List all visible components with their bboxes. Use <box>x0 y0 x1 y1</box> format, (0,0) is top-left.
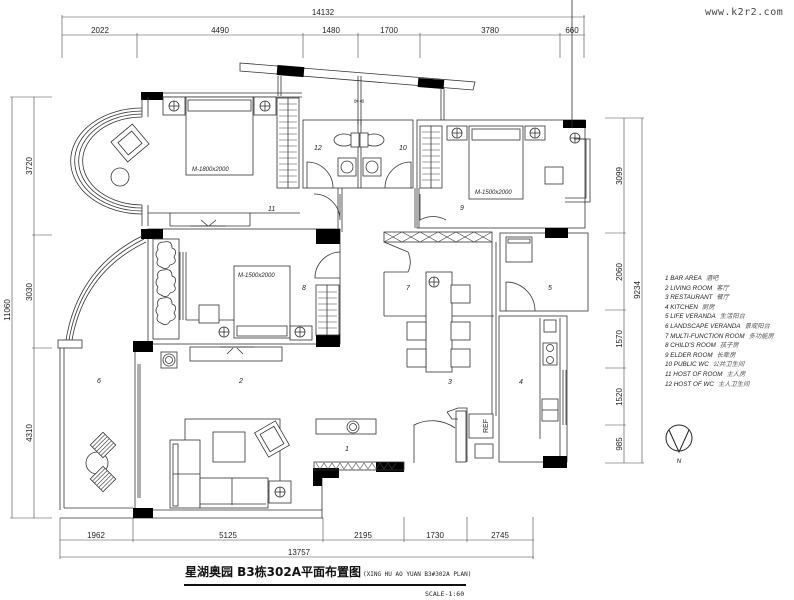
top-dimension-lines: 14132 2022 4490 1480 1700 3780 660 <box>61 8 585 58</box>
life-veranda: 5 <box>499 228 589 312</box>
room-number-9: 9 <box>460 205 464 212</box>
dim-left-total: 11060 <box>3 299 12 321</box>
right-dimension-lines: 3099 2060 1570 1520 985 9234 <box>605 117 644 464</box>
kitchen: 4 REF <box>468 315 568 468</box>
landscape-veranda: 6 <box>57 235 323 519</box>
room-number-6: 6 <box>97 378 101 385</box>
room-number-11: 11 <box>268 206 275 213</box>
north-label: N <box>677 458 682 465</box>
room-number-5: 5 <box>548 285 552 292</box>
room-number-8: 8 <box>302 285 306 292</box>
dim-right-2: 2060 <box>615 263 624 281</box>
dim-bottom-total: 13757 <box>288 548 311 557</box>
dim-top-2: 4490 <box>211 26 229 35</box>
dim-top-5: 3780 <box>481 26 499 35</box>
elder-room: M-1500x2000 9 <box>416 0 591 237</box>
title-subtitle: (XING HU AO YUAN B3#302A PLAN) <box>363 571 472 578</box>
dim-left-1: 3720 <box>25 157 34 175</box>
room-number-3: 3 <box>448 379 452 386</box>
north-arrow-icon: N <box>665 424 693 465</box>
bed-label-elder: M-1500x2000 <box>475 190 512 196</box>
dim-left-3: 4310 <box>25 424 34 442</box>
master-bedroom: M-1800x2000 11 <box>70 92 302 227</box>
bottom-dimension-lines: 1962 5125 2195 1730 2745 13757 <box>59 517 534 559</box>
dim-top-total: 14132 <box>312 8 335 17</box>
bed-label-child: M-1500x2000 <box>238 273 275 279</box>
top-canopy: ⊳⊲ <box>239 62 476 125</box>
dim-right-4: 1520 <box>615 388 624 406</box>
watermark: www.k2r2.com <box>705 7 784 18</box>
wc-rooms: 12 10 <box>302 119 447 232</box>
dim-left-2: 3030 <box>25 283 34 301</box>
childs-room: M-1500x2000 8 <box>133 228 341 362</box>
drawing-title: 星湖奥园 B3栋302A平面布置图(XING HU AO YUAN B3#302… <box>185 563 471 581</box>
dim-bottom-4: 1730 <box>426 531 444 540</box>
title-main: 星湖奥园 B3栋302A平面布置图 <box>185 565 362 579</box>
room-number-4: 4 <box>519 379 523 386</box>
room-number-10: 10 <box>399 145 407 152</box>
room-number-12: 12 <box>314 145 322 152</box>
dim-bottom-5: 2745 <box>491 531 509 540</box>
scale-label: SCALE-1:60 <box>425 590 465 598</box>
dim-bottom-1: 1962 <box>87 531 105 540</box>
room-number-1: 1 <box>345 446 349 453</box>
room-number-7: 7 <box>406 285 411 292</box>
dim-right-5: 985 <box>615 437 624 451</box>
dim-top-1: 2022 <box>91 26 109 35</box>
fridge-label: REF <box>483 419 490 433</box>
left-dimension-lines: 11060 3720 3030 4310 <box>3 96 52 519</box>
multifunction-and-dining: 7 3 <box>383 231 497 463</box>
hook-icon: ⊳⊲ <box>354 99 364 105</box>
dim-top-4: 1700 <box>380 26 398 35</box>
dim-top-3: 1480 <box>322 26 340 35</box>
dim-bottom-3: 2195 <box>354 531 372 540</box>
dim-right-total: 9234 <box>633 281 642 299</box>
title-underline <box>184 584 466 586</box>
dim-bottom-2: 5125 <box>219 531 237 540</box>
dim-right-1: 3099 <box>615 167 624 185</box>
bed-label-master: M-1800x2000 <box>192 167 229 173</box>
dim-right-3: 1570 <box>615 330 624 348</box>
room-number-2: 2 <box>238 378 243 385</box>
living-room: 2 1 <box>153 351 405 518</box>
